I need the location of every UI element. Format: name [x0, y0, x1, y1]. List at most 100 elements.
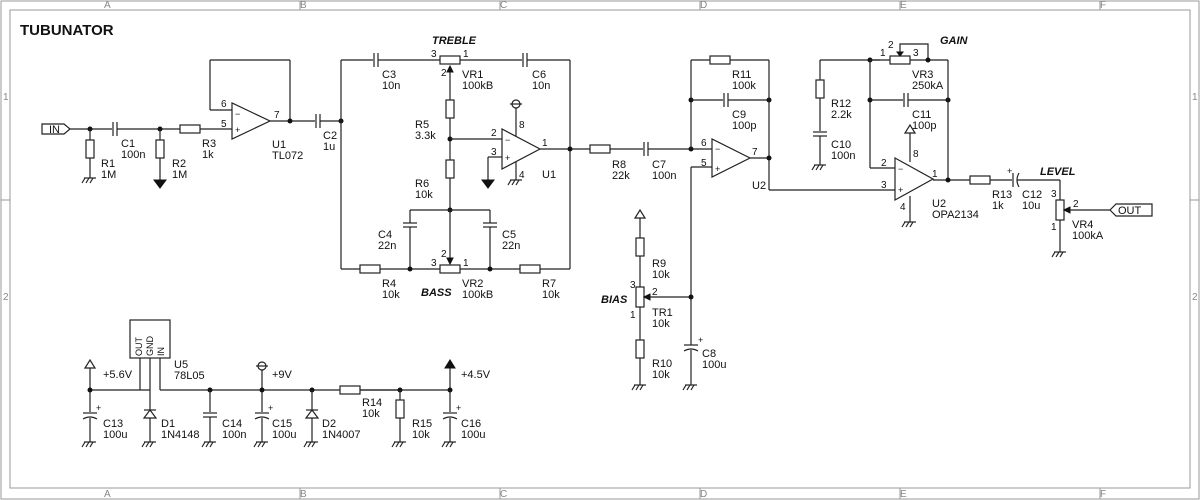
u2b-pin-3: 3 [881, 180, 887, 191]
ground-icon [81, 441, 96, 448]
ground-icon [391, 441, 406, 448]
treble-label: TREBLE [432, 35, 477, 47]
gain-stage: R12 2.2k C10 100n GAIN 1 2 3 VR3 250kA C… [811, 35, 979, 228]
r5-resistor [445, 99, 455, 119]
ground-icon [201, 441, 216, 448]
vr1-pin-3: 3 [431, 49, 437, 60]
bias-network: R9 10k BIAS 3 2 1 TR1 10k R10 10k + C8 1… [601, 208, 726, 391]
vr2-pin-1: 1 [463, 258, 469, 269]
r14-ref: R14 [362, 397, 382, 409]
u2a-pin-7: 7 [752, 147, 758, 158]
r15-ref: R15 [412, 418, 432, 430]
ground-icon [303, 441, 318, 448]
frame-row-1: 1 [3, 92, 9, 103]
c1-value: 100n [121, 149, 145, 161]
tr1-pin-1: 1 [630, 310, 636, 321]
vr2-potentiometer [439, 264, 461, 274]
ground-icon [81, 177, 96, 184]
frame-col-b: B [300, 0, 307, 11]
r2-ref: R2 [172, 158, 186, 170]
tr1-value: 10k [652, 318, 670, 330]
u1b-pin-1: 1 [542, 138, 548, 149]
svg-text:−: − [898, 164, 903, 174]
vr1-value: 100kB [462, 80, 493, 92]
c9-value: 100p [732, 120, 756, 132]
c3-ref: C3 [382, 69, 396, 81]
r3-resistor [179, 124, 201, 134]
c14-ref: C14 [222, 418, 242, 430]
u2b-pin-2: 2 [881, 158, 887, 169]
u1b-pin-4: 4 [519, 170, 525, 181]
r7-value: 10k [542, 289, 560, 301]
vr2-pin-2: 2 [441, 249, 447, 260]
r12-resistor [815, 79, 825, 99]
svg-text:+: + [268, 403, 273, 413]
r3-value: 1k [202, 149, 214, 161]
vr1-pin-1: 1 [463, 49, 469, 60]
svg-text:−: − [505, 135, 510, 145]
tr1-ref: TR1 [652, 307, 673, 319]
bass-label: BASS [421, 287, 452, 299]
d1-diode [142, 409, 158, 419]
vr3-value: 250kA [912, 80, 944, 92]
r8-resistor [589, 144, 611, 154]
svg-text:+: + [1007, 166, 1012, 176]
vr1-ref: VR1 [462, 69, 483, 81]
r10-value: 10k [652, 369, 670, 381]
r5-value: 3.3k [415, 130, 436, 142]
u1b-pin-2: 2 [491, 128, 497, 139]
frame-col-e: E [900, 0, 907, 11]
c15-ref: C15 [272, 418, 292, 430]
svg-text:−: − [235, 109, 240, 119]
vr4-value: 100kA [1072, 230, 1104, 242]
u5-ref: U5 [174, 359, 188, 371]
rail-9v-label: +9V [272, 369, 293, 381]
supply-5v6-icon [633, 208, 647, 219]
frame-col-f: F [1100, 0, 1106, 11]
c1-ref: C1 [121, 138, 135, 150]
r10-resistor [635, 339, 645, 359]
vr3-ref: VR3 [912, 69, 933, 81]
c5-value: 22n [502, 240, 520, 252]
frame-col-f-bottom: F [1100, 489, 1106, 500]
r1-ref: R1 [101, 158, 115, 170]
tr1-pin-3: 3 [630, 280, 636, 291]
u1a-ref: U1 [272, 139, 286, 151]
u5-pin-out: OUT [134, 337, 144, 357]
c13-value: 100u [103, 429, 127, 441]
supply-5v6-icon [83, 358, 97, 369]
output-port-label: OUT [1118, 205, 1142, 217]
vr2-wiper-icon [446, 257, 454, 266]
vr3-wiper-icon [896, 51, 904, 57]
rail-5v6-label: +5.6V [103, 369, 133, 381]
rail-4v5-label: +4.5V [461, 369, 491, 381]
ground-icon [141, 441, 156, 448]
frame-col-d-bottom: D [700, 489, 707, 500]
ground-icon [682, 384, 697, 391]
c16-ref: C16 [461, 418, 481, 430]
r8-ref: R8 [612, 159, 626, 171]
u2b-pin-1: 1 [932, 169, 938, 180]
frame-row-1-right: 1 [1192, 92, 1198, 103]
schematic-title: TUBUNATOR [20, 22, 114, 39]
vr2-pin-3: 3 [431, 258, 437, 269]
r4-resistor [359, 264, 381, 274]
frame-col-e-bottom: E [900, 489, 907, 500]
c2-ref: C2 [323, 130, 337, 142]
r6-resistor [445, 159, 455, 179]
r6-value: 10k [415, 189, 433, 201]
output-port [1109, 203, 1153, 217]
gain-label: GAIN [940, 35, 969, 47]
r2-resistor [155, 139, 165, 159]
u2b-opamp [894, 156, 935, 202]
u5-pin-gnd: GND [145, 336, 155, 357]
r6-ref: R6 [415, 178, 429, 190]
u1b-opamp [501, 128, 542, 170]
r1-value: 1M [101, 169, 116, 181]
r12-ref: R12 [831, 98, 851, 110]
vr1-potentiometer [439, 55, 461, 65]
vr4-pin-3: 3 [1051, 189, 1057, 200]
